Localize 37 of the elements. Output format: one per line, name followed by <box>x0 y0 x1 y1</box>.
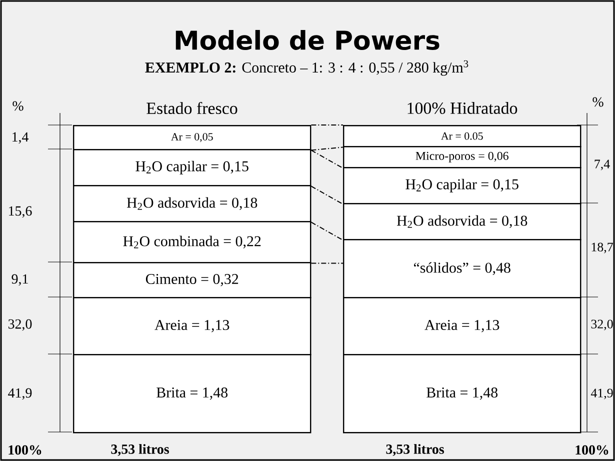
connector-line <box>310 222 344 241</box>
layer-box: H$_{2}$O adsorvida = 0,18 <box>343 203 582 240</box>
percent-value: 32,0 <box>8 319 32 331</box>
total-label: 100% <box>8 445 42 455</box>
connector-line <box>310 150 344 169</box>
layer-box: Ar = 0.05 <box>343 125 582 148</box>
subtitle: EXEMPLO 2: Concreto – 1: 3 : 4 : 0,55 / 280 kg/m$^{3}$ <box>145 60 468 76</box>
layer-box: Micro-poros = 0,06 <box>343 146 582 168</box>
layer-box: Cimento = 0,32 <box>73 262 312 298</box>
percent-value: 32,0 <box>591 320 613 330</box>
percent-value: 18,7 <box>592 242 613 254</box>
layer-box: Areia = 1,13 <box>343 297 582 356</box>
connector-line <box>310 186 344 205</box>
percent-value: 7,4 <box>594 160 610 170</box>
column-heading: Estado fresco <box>146 102 238 114</box>
unit-label: % <box>12 101 24 111</box>
percent-value: 41,9 <box>8 388 32 400</box>
percent-value: 41,9 <box>590 388 613 400</box>
layer-box: Brita = 1,48 <box>73 354 312 434</box>
connector-line <box>310 124 344 126</box>
percent-value: 9,1 <box>12 274 28 286</box>
connector-line <box>310 262 344 264</box>
unit-label: % <box>592 97 604 107</box>
connector-line <box>310 146 344 151</box>
layer-box: H$_{2}$O capilar = 0,15 <box>343 167 582 204</box>
layer-box: Ar = 0,05 <box>73 125 312 150</box>
percent-value: 1,4 <box>12 132 28 144</box>
total-label: 100% <box>576 445 608 455</box>
layer-box: Areia = 1,13 <box>73 297 312 356</box>
layer-box: H$_{2}$O combinada = 0,22 <box>73 221 312 264</box>
layer-box: “sólidos” = 0,48 <box>343 239 582 298</box>
layer-box: H$_{2}$O capilar = 0,15 <box>73 149 312 186</box>
layer-box: Brita = 1,48 <box>343 354 582 434</box>
layer-box: H$_{2}$O adsorvida = 0,18 <box>73 185 312 222</box>
percent-value: 15,6 <box>9 206 32 218</box>
column-heading: 100% Hidratado <box>408 102 518 114</box>
title: Modelo de Powers <box>176 30 440 50</box>
